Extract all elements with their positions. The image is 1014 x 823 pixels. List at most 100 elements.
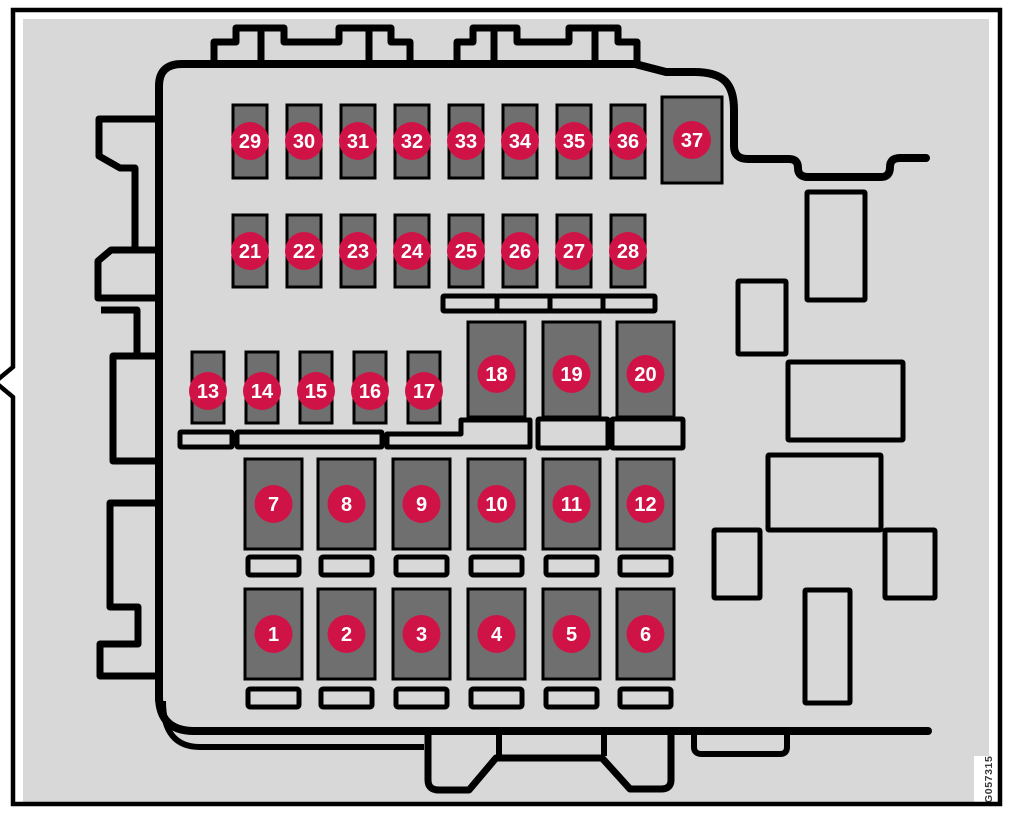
fuse-number-1: 1: [268, 624, 279, 646]
empty-slot: [600, 293, 658, 314]
left-tab-pocket-2: [94, 246, 160, 302]
empty-slot: [535, 416, 611, 451]
fuse-number-24: 24: [401, 241, 424, 263]
fuse-number-28: 28: [617, 241, 639, 263]
fuse-number-20: 20: [634, 364, 656, 386]
fuse-badge-5: [552, 615, 591, 653]
fuse-badge-24: [393, 232, 431, 270]
fuse-number-13: 13: [197, 381, 219, 403]
fuse-badge-21: [231, 232, 269, 270]
fuse-badge-31: [339, 122, 377, 160]
fuse-foot-11: [543, 554, 600, 578]
fuse-foot-3: [393, 686, 450, 710]
fuse-badge-28: [609, 232, 647, 270]
fuse-number-34: 34: [509, 131, 532, 153]
fuse-number-25: 25: [455, 241, 477, 263]
fuse-badge-34: [501, 122, 539, 160]
fuse-foot-8: [318, 554, 375, 578]
empty-slot: [711, 527, 763, 601]
empty-slot: [765, 452, 884, 533]
fuse-foot-9: [393, 554, 450, 578]
figure-code-label: G057315: [983, 756, 995, 803]
fuse-foot-2: [318, 686, 375, 710]
fuse-number-22: 22: [293, 241, 315, 263]
fuse-badge-1: [254, 615, 293, 653]
fuse-badge-8: [327, 485, 366, 523]
fuse-number-23: 23: [347, 241, 369, 263]
fuse-number-36: 36: [617, 131, 639, 153]
fuse-badge-25: [447, 232, 485, 270]
fuse-number-11: 11: [561, 494, 582, 516]
fuse-number-14: 14: [251, 381, 274, 403]
top-tab-group-2: [453, 24, 641, 64]
fusebox-outline-top: [155, 60, 930, 704]
empty-slot: [177, 429, 235, 450]
empty-slot: [785, 359, 906, 443]
fuse-badge-36: [609, 122, 647, 160]
fuse-number-31: 31: [347, 131, 369, 153]
fuse-badge-37: [673, 121, 711, 159]
left-tab-step: [101, 306, 141, 355]
fuse-number-5: 5: [566, 624, 577, 646]
empty-slot: [804, 189, 868, 303]
fuse-number-8: 8: [341, 494, 352, 516]
fuse-foot-1: [245, 686, 302, 710]
fuse-foot-12: [617, 554, 674, 578]
fuse-number-21: 21: [239, 241, 261, 263]
fuse-foot-6: [617, 686, 674, 710]
slot-step: [384, 417, 533, 450]
fuse-badge-19: [552, 355, 591, 393]
fuse-badge-16: [351, 372, 389, 410]
fuse-number-18: 18: [485, 364, 507, 386]
fuse-number-17: 17: [413, 381, 435, 403]
fuse-badge-27: [555, 232, 593, 270]
fuse-number-9: 9: [416, 494, 427, 516]
bottom-connector: [691, 731, 790, 757]
fuse-number-3: 3: [416, 624, 427, 646]
fuse-badge-18: [477, 355, 516, 393]
fuse-badge-6: [626, 615, 665, 653]
figure-code-backplate: [974, 756, 1002, 806]
fuse-badge-2: [327, 615, 366, 653]
fuse-badge-14: [243, 372, 281, 410]
fuse-number-29: 29: [239, 131, 261, 153]
fuse-badge-12: [626, 485, 665, 523]
fuse-number-19: 19: [560, 364, 582, 386]
fuse-badge-17: [405, 372, 443, 410]
fuse-foot-4: [468, 686, 525, 710]
fuse-badge-3: [402, 615, 441, 653]
left-tab-pocket-4: [96, 499, 160, 680]
fuse-badge-15: [297, 372, 335, 410]
fuse-number-33: 33: [455, 131, 477, 153]
fuse-badge-13: [189, 372, 227, 410]
fuse-foot-7: [245, 554, 302, 578]
fuse-number-15: 15: [305, 381, 327, 403]
fuse-number-12: 12: [634, 494, 656, 516]
fusebox-bottom-pocket: [424, 731, 675, 794]
fuse-badge-26: [501, 232, 539, 270]
fuse-badge-9: [402, 485, 441, 523]
fuse-badge-35: [555, 122, 593, 160]
fuse-foot-5: [543, 686, 600, 710]
empty-slot: [882, 527, 938, 601]
empty-slot: [802, 587, 853, 706]
frame-border: [0, 7, 1003, 807]
fuse-number-26: 26: [509, 241, 531, 263]
fuse-badge-22: [285, 232, 323, 270]
fuse-badge-10: [477, 485, 516, 523]
fuse-number-2: 2: [341, 624, 352, 646]
top-tab-group-1: [210, 24, 414, 64]
empty-slot: [735, 278, 789, 357]
fuse-badge-29: [231, 122, 269, 160]
fuse-badge-11: [552, 485, 591, 523]
fuse-number-35: 35: [563, 131, 585, 153]
fuse-number-27: 27: [563, 241, 585, 263]
fuse-number-37: 37: [681, 130, 703, 152]
fuse-badge-23: [339, 232, 377, 270]
empty-slot: [234, 429, 385, 450]
fuse-number-30: 30: [293, 131, 315, 153]
fuse-number-7: 7: [268, 494, 279, 516]
fuse-number-6: 6: [640, 624, 651, 646]
left-tab-pocket-3: [109, 352, 160, 465]
